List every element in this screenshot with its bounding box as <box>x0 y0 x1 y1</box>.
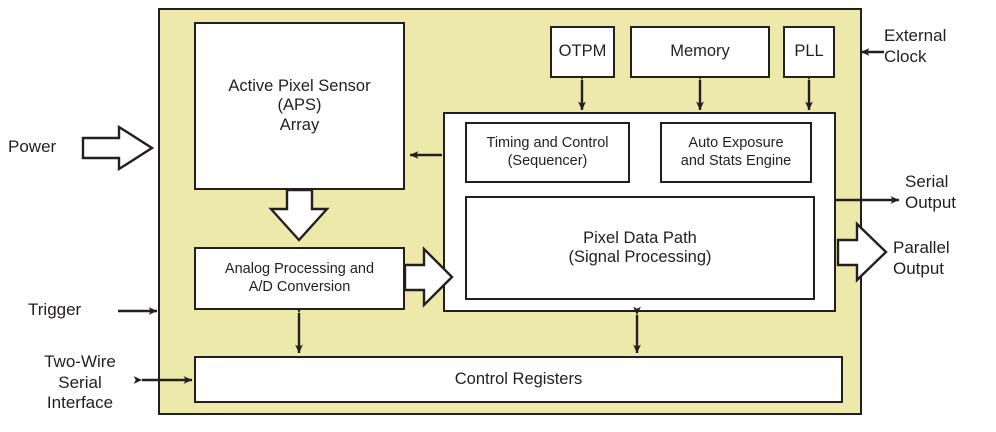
block-active-pixel-sensor-array[interactable]: Active Pixel Sensor (APS) Array <box>194 22 405 190</box>
block-label: Control Registers <box>454 369 583 388</box>
block-label: OTPM <box>558 42 607 61</box>
block-label: Pixel Data Path (Signal Processing) <box>568 228 712 266</box>
io-label-power: Power <box>8 137 57 156</box>
block-pixel-data-path[interactable]: Pixel Data Path (Signal Processing) <box>465 196 815 300</box>
block-otpm[interactable]: OTPM <box>550 26 615 78</box>
io-label-serial-output: Serial Output <box>905 172 957 212</box>
block-label: PLL <box>794 42 824 61</box>
block-auto-exposure-and-stats-engine[interactable]: Auto Exposure and Stats Engine <box>660 122 812 183</box>
block-control-registers[interactable]: Control Registers <box>194 356 843 403</box>
io-label-parallel-output: Parallel Output <box>893 238 950 278</box>
block-label: Memory <box>670 42 730 61</box>
io-label-trigger: Trigger <box>28 300 82 319</box>
block-label: Auto Exposure and Stats Engine <box>680 135 792 169</box>
block-pll[interactable]: PLL <box>783 26 835 78</box>
block-label: Analog Processing and A/D Conversion <box>224 261 375 295</box>
block-label: Active Pixel Sensor (APS) Array <box>228 76 371 134</box>
block-timing-and-control[interactable]: Timing and Control (Sequencer) <box>465 122 630 183</box>
block-analog-processing-and-ad-conversion[interactable]: Analog Processing and A/D Conversion <box>194 247 405 310</box>
io-label-external-clock: External Clock <box>884 26 947 66</box>
block-label: Timing and Control (Sequencer) <box>486 135 609 169</box>
io-label-two-wire-serial-interface: Two-Wire Serial Interface <box>44 352 116 413</box>
block-memory[interactable]: Memory <box>630 26 770 78</box>
